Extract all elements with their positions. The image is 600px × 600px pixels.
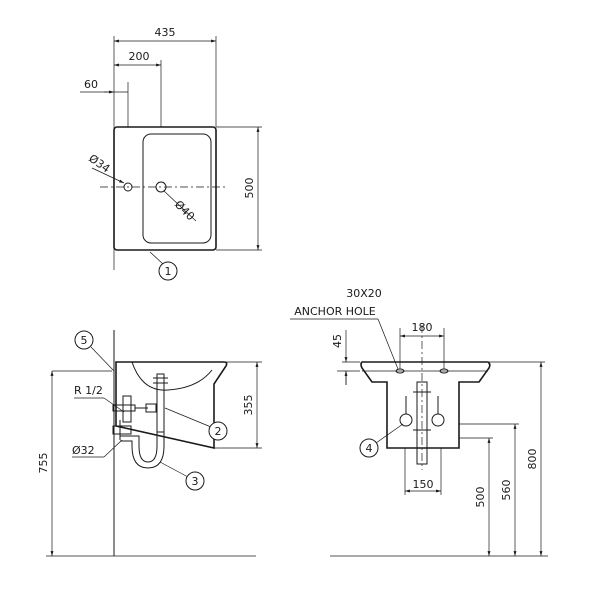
dim-depth: 500	[243, 178, 256, 199]
dim-height-total: 755	[37, 453, 50, 474]
side-view: 755 355 R 1/2 Ø32 5 2 3	[37, 330, 262, 557]
dim-basin-height: 355	[242, 395, 255, 416]
hole-small-icon	[123, 182, 133, 192]
dim-width-total: 435	[155, 26, 176, 39]
svg-text:1: 1	[165, 265, 172, 278]
svg-text:3: 3	[192, 475, 199, 488]
front-view: 180 30X20 ANCHOR HOLE 45 150 500 560 800…	[290, 287, 548, 557]
dim-rim-offset: 45	[331, 334, 344, 348]
dim-offset-center: 200	[129, 50, 150, 63]
label-pipe-dia: Ø32	[72, 444, 95, 457]
top-view: 435 200 60 500 Ø34 Ø40 1	[80, 26, 262, 281]
top-view-outline	[113, 126, 217, 251]
front-view-basin	[360, 361, 491, 449]
svg-text:4: 4	[366, 442, 373, 455]
dim-pedestal-width: 150	[413, 478, 434, 491]
svg-text:5: 5	[81, 334, 88, 347]
svg-text:2: 2	[215, 425, 222, 438]
dim-height-500: 500	[474, 487, 487, 508]
top-view-bowl	[142, 133, 212, 244]
hole-large-icon	[155, 181, 167, 193]
dim-offset-side: 60	[84, 78, 98, 91]
dim-height-560: 560	[500, 480, 513, 501]
callout-2	[208, 421, 228, 441]
side-view-basin	[115, 361, 228, 449]
dim-anchor-spacing: 180	[412, 321, 433, 334]
callout-3	[185, 471, 205, 491]
callout-4	[359, 438, 379, 458]
callout-1	[158, 261, 178, 281]
label-hole-small: Ø34	[86, 152, 112, 176]
label-anchor-hole: ANCHOR HOLE	[294, 305, 376, 318]
label-thread: R 1/2	[74, 384, 103, 397]
label-anchor-size: 30X20	[346, 287, 382, 300]
callout-5	[74, 330, 94, 350]
dim-height-800: 800	[526, 449, 539, 470]
